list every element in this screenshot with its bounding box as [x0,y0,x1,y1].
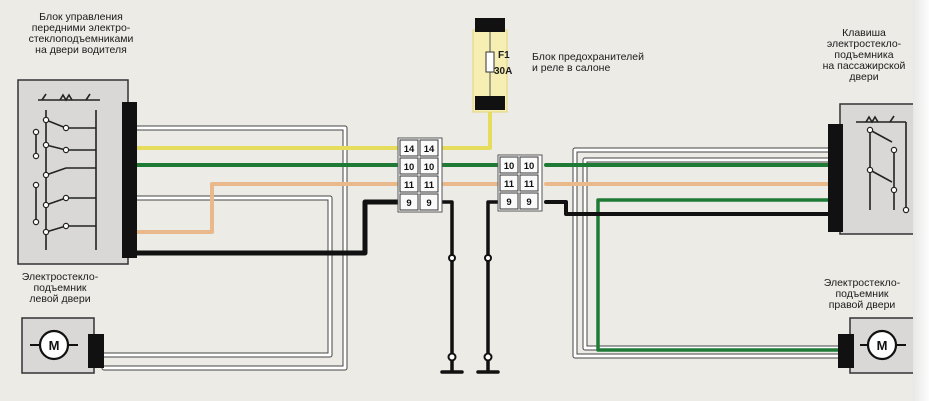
connector-pin [519,156,539,174]
connector-pin-number: 9 [506,197,511,208]
driver-control-unit [17,79,137,265]
connector-pin-number: 14 [424,144,435,155]
left-motor-label: Электростекло- подъемник левой двери [21,271,99,305]
connector-pin-number: 10 [424,162,435,173]
connector-pin [399,157,419,175]
connector-pin [519,174,539,192]
fuse-name: F1 [498,50,510,61]
scan-edge [913,0,929,401]
connector-pin-number: 14 [404,144,415,155]
orange-wire [134,182,832,234]
passenger-switch-unit [828,103,917,235]
connector-pin [519,192,539,210]
fuse-f1: F1 30A [472,18,512,113]
black-wire-ground-right [476,200,500,374]
connector-pin [419,175,439,193]
connector-pin [499,156,519,174]
connector-pin [419,139,439,157]
connector-pin-number: 10 [504,161,515,172]
left-motor-symbol: M [49,338,60,353]
connector-left: 14 14 10 10 11 11 9 9 [397,137,443,213]
yellow-wire [134,110,492,150]
fuse-rating: 30A [494,66,512,77]
connector-pin-number: 11 [524,179,535,190]
connector-pin [499,174,519,192]
connector-pin [399,175,419,193]
passenger-switch-terminals [866,126,910,214]
ground-symbols [447,254,493,362]
right-motor-symbol: M [877,338,888,353]
connector-pin-number: 10 [404,162,415,173]
connector-pin [419,193,439,211]
connector-pin [399,193,419,211]
driver-switch-schematic [35,93,100,250]
green-wire-return [596,198,840,352]
connector-pin-number: 11 [504,179,515,190]
right-motor-label: Электростекло- подъемник правой двери [823,277,901,311]
black-wire-driver [133,199,401,256]
connector-pin-number: 11 [404,180,415,191]
right-motor: M [838,317,917,374]
connector-pin-number: 9 [406,198,411,209]
left-motor: M [21,317,104,374]
connector-pin-number: 9 [526,197,531,208]
driver-switch-terminals [32,116,70,236]
connector-pin-number: 10 [524,161,535,172]
connector-pin [399,139,419,157]
black-wire-passenger [544,200,832,216]
driver-unit-label: Блок управления передними электро- стекл… [28,11,134,56]
white-wires [102,126,907,370]
connector-pin [499,192,519,210]
connector-pin-number: 11 [424,180,435,191]
connector-right: 10 10 11 11 9 9 [497,154,543,212]
wires [101,110,908,374]
connector-pin-number: 9 [426,198,431,209]
fuse-block-label: Блок предохранителей и реле в салоне [532,51,644,74]
connector-pin [419,157,439,175]
black-wire-ground-left [440,200,464,374]
passenger-switch-label: Клавиша электростекло- подъемника на пас… [822,27,906,83]
